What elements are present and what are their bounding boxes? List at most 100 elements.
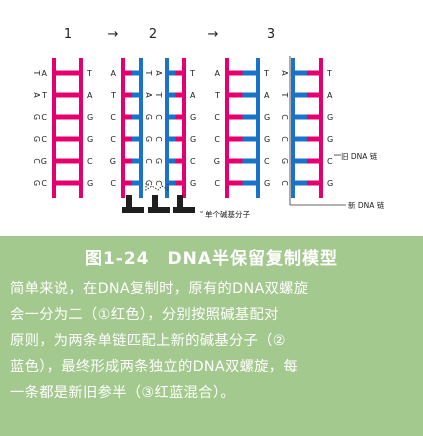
helix1-rung-left bbox=[56, 158, 68, 164]
caption-box: 图1-24 DNA半保留复制模型 简单来说，在DNA复制时，原有的DNA双螺旋 … bbox=[0, 236, 423, 436]
caption-line: 会一分为二（①红色），分别按照碱基配对 bbox=[10, 307, 279, 323]
helix2b-base-left: A bbox=[154, 70, 163, 76]
helix1-complement-base: C bbox=[32, 158, 41, 164]
helix1-rung-right bbox=[67, 180, 79, 186]
helix1-base-right: T bbox=[86, 69, 92, 78]
helix2a-rung-left bbox=[125, 70, 132, 76]
helix2a-base-left: T bbox=[110, 91, 116, 100]
helix2a-rung-right bbox=[132, 180, 139, 186]
stage-label-1: 1 bbox=[64, 27, 72, 42]
helix3a-base-right: A bbox=[264, 91, 270, 100]
helix2a-left-strand bbox=[121, 58, 125, 198]
helix2b-base-left: T bbox=[154, 92, 163, 98]
helix3a-base-left: A bbox=[215, 69, 221, 78]
helix1-complement-base: A bbox=[32, 92, 41, 98]
helix2b-rung-right bbox=[175, 70, 182, 76]
helix3b-rung-right bbox=[307, 70, 319, 76]
helix1-rung-left bbox=[56, 92, 68, 98]
helix2a-base-left: A bbox=[111, 69, 117, 78]
helix3a-right-strand bbox=[256, 58, 260, 198]
helix2b-rung-right bbox=[175, 114, 182, 120]
caption-line: 蓝色），最终形成两条独立的DNA双螺旋，每 bbox=[10, 359, 298, 375]
helix2b-base-left: C bbox=[154, 136, 163, 142]
helix3b-right-strand bbox=[319, 58, 323, 198]
helix2b-base-right: T bbox=[189, 69, 195, 78]
helix3b-base-left: G bbox=[280, 158, 289, 164]
helix2b-rung-left bbox=[169, 180, 176, 186]
helix2a-rung-right bbox=[132, 136, 139, 142]
helix1-complement-base: T bbox=[32, 70, 41, 76]
helix1-base-right: G bbox=[87, 135, 93, 144]
helix2b-left-strand bbox=[165, 58, 169, 198]
helix2a-rung-right bbox=[132, 114, 139, 120]
caption-title: 图1-24 DNA半保留复制模型 bbox=[84, 249, 339, 269]
helix2b-rung-left bbox=[169, 136, 176, 142]
helix2a-base-right: T bbox=[144, 70, 153, 76]
helix1-rung-left bbox=[56, 136, 68, 142]
helix2a-rung-right bbox=[132, 158, 139, 164]
nucleotide-base bbox=[122, 207, 144, 213]
nucleotide-label: 单个碱基分子 bbox=[205, 209, 250, 219]
helix2b-rung-left bbox=[169, 158, 176, 164]
helix2b-right-strand bbox=[182, 58, 186, 198]
helix2a-rung-left bbox=[125, 158, 132, 164]
helix3b-base-right: C bbox=[327, 157, 333, 166]
helix2b-rung-left bbox=[169, 70, 176, 76]
helix2b-base-left: G bbox=[154, 158, 163, 164]
free-nucleotides bbox=[122, 183, 203, 213]
helix3b-rung-left bbox=[295, 92, 307, 98]
helix3b-base-left: T bbox=[280, 92, 289, 98]
helix2b-base-right: A bbox=[190, 91, 196, 100]
helix2a-base-left: G bbox=[110, 157, 116, 166]
helix2b-base-left: C bbox=[154, 180, 163, 186]
helix3b-base-left: C bbox=[280, 114, 289, 120]
helix3a-rung-left bbox=[229, 114, 243, 120]
helix3a-base-left: G bbox=[214, 157, 220, 166]
helix3a-base-left: C bbox=[214, 135, 220, 144]
helix2a-rung-left bbox=[125, 180, 132, 186]
nucleotide-base bbox=[148, 207, 170, 213]
helix2a-base-right: G bbox=[144, 180, 153, 186]
helix3b-base-right: T bbox=[326, 69, 332, 78]
helix3b-rung-right bbox=[307, 114, 319, 120]
nucleotide-stem bbox=[177, 195, 183, 207]
helix3a-base-left: T bbox=[214, 91, 220, 100]
helix1-base-left: T bbox=[41, 91, 47, 100]
helix1-complement-base: G bbox=[32, 114, 41, 120]
helix2b-rung-right bbox=[175, 136, 182, 142]
helix1-rung-right bbox=[67, 92, 79, 98]
helix2a-rung-right bbox=[132, 92, 139, 98]
helix3b-rung-left bbox=[295, 70, 307, 76]
helix2b-base-right: G bbox=[190, 113, 196, 122]
arrow-1: → bbox=[108, 27, 119, 42]
nucleotide-stem bbox=[152, 195, 158, 207]
helix1-base-left: C bbox=[41, 135, 47, 144]
helix2a-base-left: C bbox=[110, 179, 116, 188]
helix2a-base-right: G bbox=[144, 136, 153, 142]
helix3b-base-left: C bbox=[280, 136, 289, 142]
helix2b-base-right: G bbox=[190, 135, 196, 144]
helix3b-rung-left bbox=[295, 114, 307, 120]
helix2b-rung-right bbox=[175, 180, 182, 186]
helix3a-rung-left bbox=[229, 136, 243, 142]
helix3a-rung-right bbox=[242, 136, 256, 142]
caption-line: 原则，为两条单链匹配上新的碱基分子（② bbox=[10, 333, 286, 349]
nucleotide-base bbox=[173, 207, 195, 213]
new-strand-label: 新 DNA 链 bbox=[348, 200, 385, 210]
old-strand-label: 旧 DNA 链 bbox=[341, 151, 378, 161]
helix3a-base-left: C bbox=[214, 179, 220, 188]
helix3a-rung-right bbox=[242, 92, 256, 98]
helix3a-rung-left bbox=[229, 180, 243, 186]
helix2a-rung-right bbox=[132, 70, 139, 76]
helix3a-left-strand bbox=[225, 58, 229, 198]
helix1-complement-base: G bbox=[32, 180, 41, 186]
helix1-rung-right bbox=[67, 158, 79, 164]
helix3a-base-right: T bbox=[263, 69, 269, 78]
helix1-right-strand bbox=[79, 58, 83, 198]
helix3b-rung-right bbox=[307, 180, 319, 186]
